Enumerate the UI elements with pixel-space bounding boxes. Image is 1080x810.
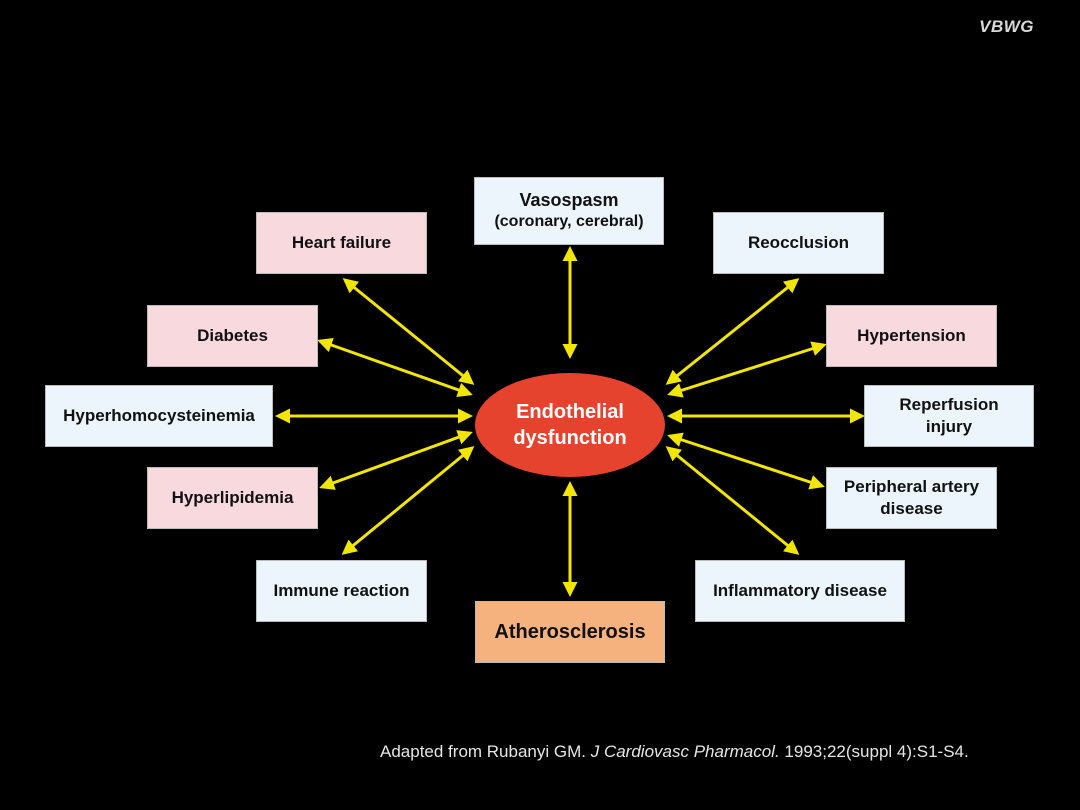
node-inflammatory-disease: Inflammatory disease	[695, 560, 905, 622]
citation: Adapted from Rubanyi GM. J Cardiovasc Ph…	[380, 742, 969, 762]
node-reocclusion-label: Reocclusion	[747, 232, 850, 252]
node-hyperlipidemia-label: Hyperlipidemia	[171, 487, 294, 507]
node-atherosclerosis: Atherosclerosis	[475, 601, 665, 663]
citation-prefix: Adapted from Rubanyi GM.	[380, 742, 586, 761]
arrow-reocclusion	[665, 278, 800, 385]
center-line1: Endothelial	[516, 401, 624, 423]
node-heart-failure-label: Heart failure	[291, 232, 392, 252]
node-hyperlipidemia: Hyperlipidemia	[147, 467, 318, 529]
node-hypertension-label: Hypertension	[857, 325, 966, 345]
arrow-inflammatory	[665, 446, 800, 555]
node-inflammatory-disease-label: Inflammatory disease	[713, 580, 887, 600]
node-reperfusion-line1: Reperfusion	[899, 394, 999, 414]
arrow-immune-reaction	[341, 446, 475, 555]
arrow-hyperlipidemia	[319, 430, 473, 490]
citation-details: 1993;22(suppl 4):S1-S4.	[784, 742, 969, 761]
node-immune-reaction: Immune reaction	[256, 560, 427, 622]
node-hypertension: Hypertension	[826, 305, 997, 367]
center-line2: dysfunction	[513, 427, 627, 449]
node-reocclusion: Reocclusion	[713, 212, 884, 274]
node-diabetes-label: Diabetes	[197, 325, 268, 345]
node-heart-failure: Heart failure	[256, 212, 427, 274]
arrow-hypertension	[667, 341, 827, 398]
center-node-endothelial-dysfunction: Endothelial dysfunction	[475, 373, 665, 477]
node-reperfusion-injury: Reperfusion injury	[864, 385, 1034, 447]
node-atherosclerosis-label: Atherosclerosis	[494, 621, 646, 643]
node-immune-reaction-label: Immune reaction	[273, 580, 410, 600]
node-diabetes: Diabetes	[147, 305, 318, 367]
citation-journal: J Cardiovasc Pharmacol.	[590, 742, 780, 761]
arrow-peripheral	[667, 432, 825, 490]
arrow-heart-failure	[342, 278, 475, 385]
node-peripheral-line2: disease	[880, 499, 943, 518]
node-hyperhomocysteinemia: Hyperhomocysteinemia	[45, 385, 273, 447]
node-peripheral-artery-disease: Peripheral artery disease	[826, 467, 997, 529]
node-vasospasm-title: Vasospasm	[519, 189, 619, 210]
node-vasospasm: Vasospasm (coronary, cerebral)	[474, 177, 664, 245]
node-vasospasm-sub: (coronary, cerebral)	[494, 213, 644, 231]
node-hyperhomocysteinemia-label: Hyperhomocysteinemia	[63, 405, 255, 425]
node-peripheral-line1: Peripheral artery	[843, 476, 980, 496]
node-reperfusion-line2: injury	[925, 417, 973, 436]
arrow-diabetes	[317, 337, 473, 398]
watermark: VBWG	[979, 17, 1034, 36]
